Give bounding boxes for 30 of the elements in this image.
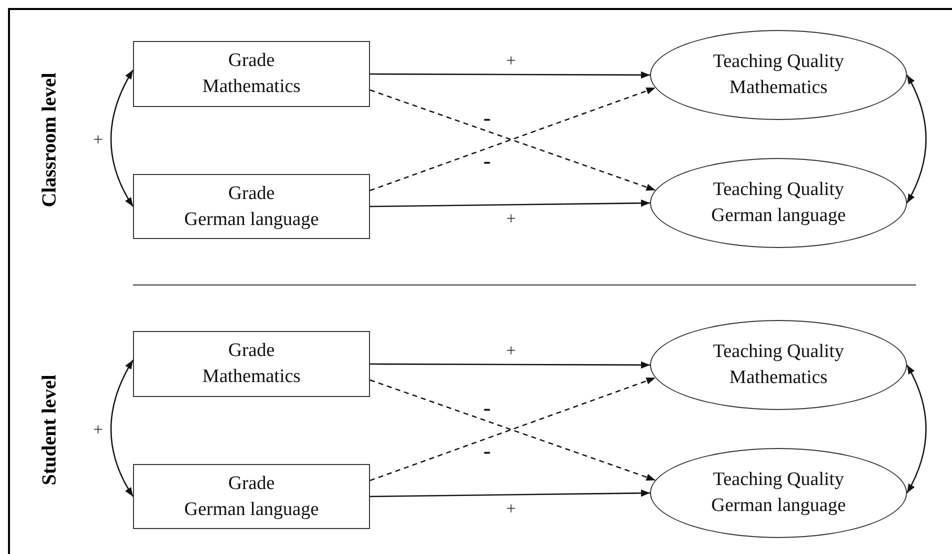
double-arrow (906, 74, 927, 204)
level-label: Classroom level (38, 72, 62, 208)
node-text: Grade (228, 49, 275, 73)
variable-box (133, 174, 370, 239)
variable-box (133, 41, 370, 107)
node-text: Mathematics (202, 75, 301, 99)
node-text: Mathematics (729, 76, 828, 100)
double-arrow (110, 360, 134, 497)
node-text: Mathematics (729, 366, 828, 390)
node-text: Grade (228, 339, 275, 363)
variable-box (133, 464, 370, 529)
node-text: Grade (228, 472, 275, 496)
node-text: German language (711, 494, 846, 518)
node-text: Grade (228, 182, 275, 206)
node-text: German language (184, 498, 319, 522)
node-text: Teaching Quality (712, 340, 844, 364)
node-text: Mathematics (202, 365, 301, 389)
arrow (370, 361, 650, 369)
arrow (370, 71, 650, 79)
variable-box (133, 331, 370, 397)
arrow (370, 200, 650, 208)
node-text: German language (184, 208, 319, 232)
level-label: Student level (38, 374, 62, 486)
node-text: Teaching Quality (712, 178, 844, 202)
node-text: German language (711, 204, 846, 228)
node-text: Teaching Quality (712, 468, 844, 492)
node-text: Teaching Quality (712, 50, 844, 74)
double-arrow (110, 70, 134, 207)
double-arrow (906, 364, 927, 494)
arrow (370, 490, 650, 498)
